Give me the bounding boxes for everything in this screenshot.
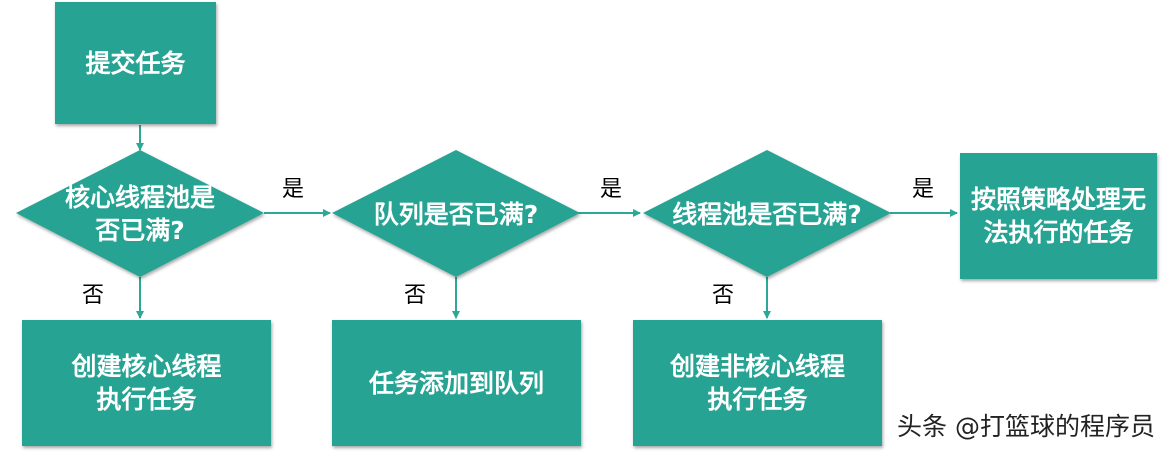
decision-core-full-label: 核心线程池是 否已满? [64, 183, 215, 245]
edge-label-no-1: 否 [82, 283, 105, 308]
edge-label-yes-2: 是 [600, 177, 623, 202]
process-create-core-thread-label: 创建核心线程 执行任务 [71, 352, 222, 414]
decision-queue-full-label: 队列是否已满? [373, 199, 539, 229]
process-create-core-thread: 创建核心线程 执行任务 [22, 320, 271, 446]
edge-label-yes-3: 是 [912, 177, 935, 202]
decision-core-full [16, 150, 264, 277]
decision-queue-full [332, 150, 580, 277]
edge-label-no-2: 否 [404, 283, 427, 308]
process-submit-task: 提交任务 [55, 2, 216, 124]
process-reject-policy-label: 按照策略处理无 法执行的任务 [970, 185, 1146, 247]
decision-pool-full-label: 线程池是否已满? [672, 199, 862, 229]
edge-label-yes-1: 是 [282, 177, 305, 202]
edge-label-no-3: 否 [712, 283, 735, 308]
process-create-noncore-thread-label: 创建非核心线程 执行任务 [669, 352, 845, 414]
process-create-noncore-thread: 创建非核心线程 执行任务 [633, 320, 882, 446]
process-reject-policy: 按照策略处理无 法执行的任务 [960, 153, 1157, 279]
process-add-to-queue-label: 任务添加到队列 [368, 368, 544, 398]
decision-pool-full [643, 150, 891, 277]
process-add-to-queue: 任务添加到队列 [332, 320, 581, 446]
process-submit-task-label: 提交任务 [85, 48, 186, 78]
watermark: 头条 @打篮球的程序员 [897, 412, 1155, 441]
